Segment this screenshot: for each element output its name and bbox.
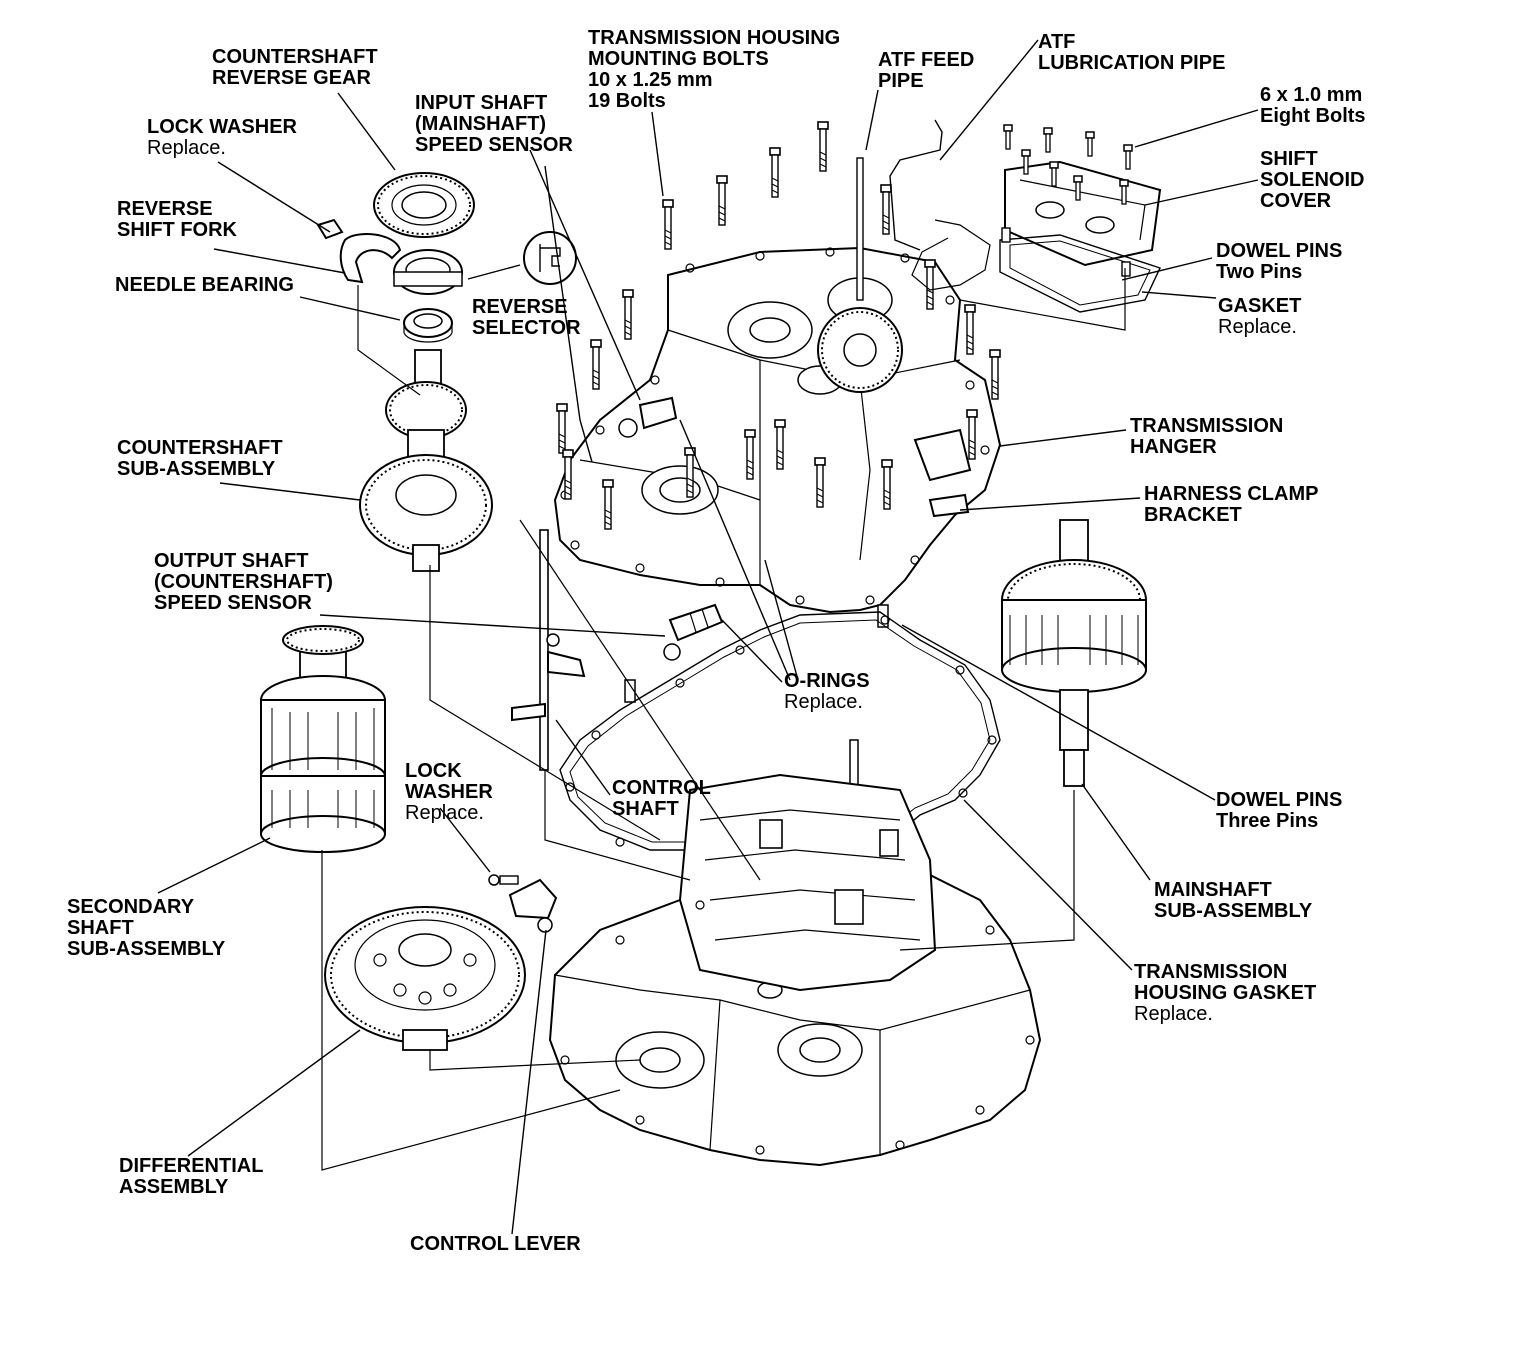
shift-solenoid-gasket — [999, 234, 1161, 313]
lock-washer-bottom — [488, 874, 519, 886]
label-atf-lubrication-pipe: ATF LUBRICATION PIPE — [1038, 31, 1226, 74]
label-countershaft-sub-assembly: COUNTERSHAFT SUB-ASSEMBLY — [117, 437, 283, 480]
mainshaft-sub-assembly — [1001, 519, 1147, 787]
output-shaft-speed-sensor — [663, 603, 724, 661]
label-reverse-shift-fork: REVERSE SHIFT FORK — [117, 198, 237, 241]
label-harness-clamp-bracket: HARNESS CLAMP BRACKET — [1144, 483, 1319, 526]
dowel-pins-two — [1001, 227, 1131, 277]
atf-lubrication-pipe — [889, 119, 943, 251]
label-eight-bolts: 6 x 1.0 mm Eight Bolts — [1260, 84, 1366, 127]
input-shaft-speed-sensor — [618, 396, 678, 438]
transmission-housing-lower — [548, 773, 1042, 1167]
label-o-rings: O-RINGS Replace. — [784, 670, 870, 713]
label-needle-bearing: NEEDLE BEARING — [115, 274, 294, 296]
label-transmission-hanger: TRANSMISSION HANGER — [1130, 415, 1284, 458]
control-shaft — [511, 529, 586, 771]
atf-feed-pipe — [856, 157, 864, 301]
control-lever — [508, 878, 558, 933]
label-dowel-pins-two: DOWEL PINS Two Pins — [1216, 240, 1343, 283]
label-control-lever: CONTROL LEVER — [410, 1233, 581, 1255]
countershaft-reverse-gear — [373, 172, 475, 238]
label-control-shaft: CONTROL SHAFT — [612, 777, 711, 820]
lock-washer-top — [316, 218, 344, 240]
reverse-selector — [393, 231, 577, 295]
label-mainshaft-sub-assembly: MAINSHAFT SUB-ASSEMBLY — [1154, 879, 1313, 922]
shift-solenoid-cover — [1004, 160, 1162, 267]
label-transmission-housing-gasket: TRANSMISSION HOUSING GASKET Replace. — [1134, 961, 1317, 1025]
leader-lines — [157, 39, 1259, 1235]
differential-assembly — [324, 906, 526, 1051]
reverse-shift-fork — [339, 233, 402, 284]
label-lock-washer-top: LOCK WASHER Replace. — [147, 116, 297, 159]
secondary-shaft-sub-assembly — [260, 625, 386, 853]
label-output-shaft-speed-sensor: OUTPUT SHAFT (COUNTERSHAFT) SPEED SENSOR — [154, 550, 333, 614]
label-differential-assembly: DIFFERENTIAL ASSEMBLY — [119, 1155, 264, 1198]
label-gasket: GASKET Replace. — [1218, 295, 1302, 338]
label-shift-solenoid-cover: SHIFT SOLENOID COVER — [1260, 148, 1365, 212]
label-housing-mounting-bolts: TRANSMISSION HOUSING MOUNTING BOLTS 10 x… — [588, 27, 841, 112]
label-input-shaft-speed-sensor: INPUT SHAFT (MAINSHAFT) SPEED SENSOR — [415, 92, 573, 156]
label-dowel-pins-three: DOWEL PINS Three Pins — [1216, 789, 1343, 832]
label-countershaft-reverse-gear: COUNTERSHAFT REVERSE GEAR — [212, 46, 378, 89]
label-atf-feed-pipe: ATF FEED PIPE — [878, 49, 975, 92]
needle-bearing — [403, 308, 453, 343]
label-lock-washer-bottom: LOCK WASHER Replace. — [405, 760, 493, 824]
label-reverse-selector: REVERSE SELECTOR — [472, 296, 581, 339]
countershaft-sub-assembly — [359, 349, 493, 572]
label-secondary-shaft-sub-assembly: SECONDARY SHAFT SUB-ASSEMBLY — [67, 896, 226, 960]
